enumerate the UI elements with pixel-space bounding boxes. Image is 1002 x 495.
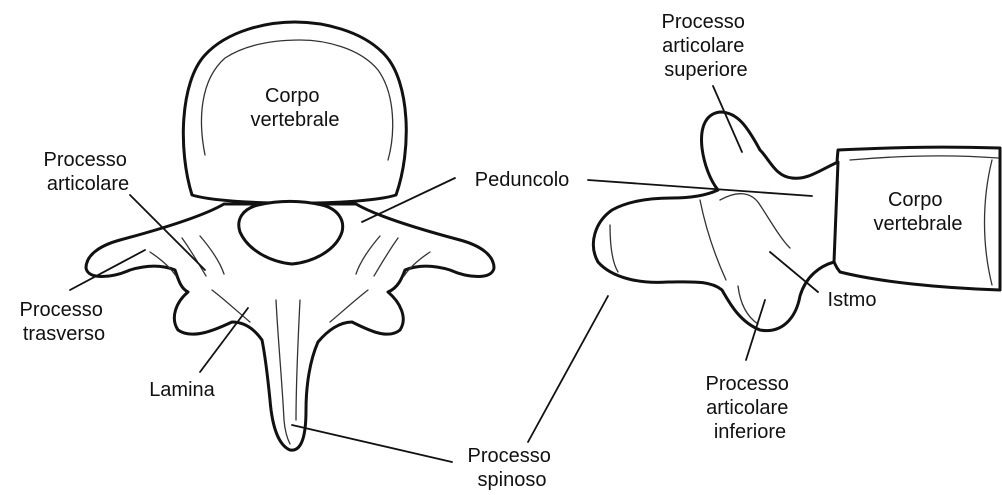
posterior-elements-lateral (593, 112, 838, 331)
label-processo-articolare-superiore: Processo articolare superiore (662, 11, 751, 81)
label-processo-articolare: Processo articolare (44, 149, 133, 195)
label-processo-trasverso: Processo trasverso (20, 299, 109, 345)
label-lamina: Lamina (149, 379, 215, 401)
label-processo-spinoso: Processo spinoso (468, 445, 557, 490)
label-peduncolo: Peduncolo (475, 169, 570, 191)
leader-processo-spinoso-left (292, 425, 452, 462)
label-istmo: Istmo (828, 289, 877, 311)
label-processo-articolare-inferiore: Processo articolare inferiore (706, 373, 795, 443)
leader-processo-spinoso-right (528, 296, 608, 442)
